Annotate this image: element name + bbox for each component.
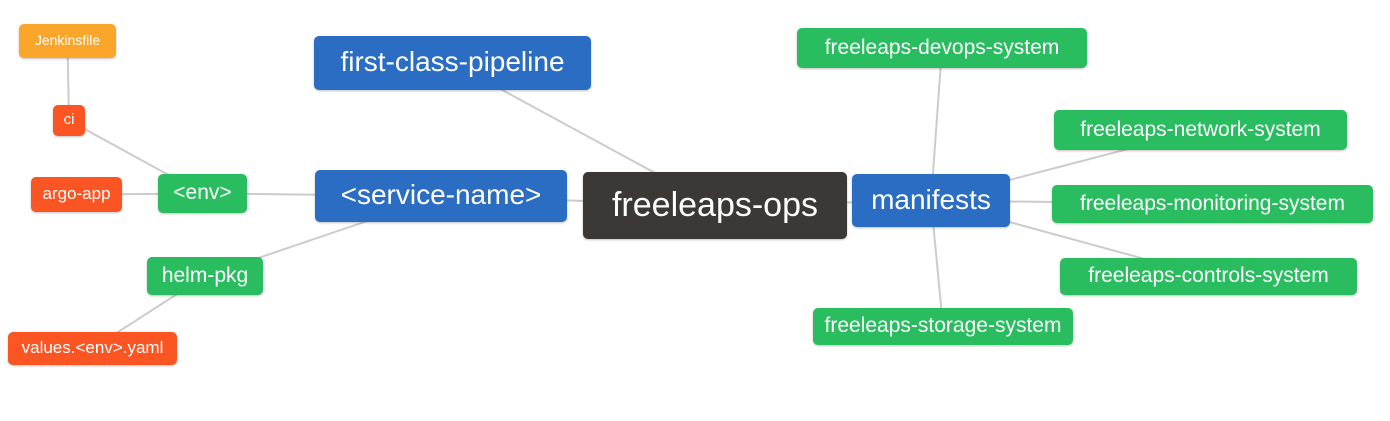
node-label: freeleaps-ops [611, 185, 818, 224]
node-label: freeleaps-devops-system [824, 35, 1060, 59]
node-helm-pkg[interactable]: helm-pkg [147, 257, 263, 295]
node-jenkinsfile[interactable]: Jenkinsfile [19, 24, 116, 58]
node-label: helm-pkg [161, 263, 249, 287]
node-label: first-class-pipeline [340, 46, 565, 77]
node-label: manifests [871, 183, 991, 215]
node-label: freeleaps-network-system [1080, 117, 1321, 141]
node-argo-app[interactable]: argo-app [31, 177, 122, 212]
node-freeleaps-devops-system[interactable]: freeleaps-devops-system [797, 28, 1087, 68]
node-label: <env> [173, 181, 232, 204]
node-ci[interactable]: ci [53, 105, 85, 136]
node-freeleaps-monitoring-system[interactable]: freeleaps-monitoring-system [1052, 185, 1373, 223]
node-label: Jenkinsfile [34, 32, 101, 48]
node-freeleaps-ops[interactable]: freeleaps-ops [583, 172, 847, 239]
node-env[interactable]: <env> [158, 174, 247, 213]
node-freeleaps-network-system[interactable]: freeleaps-network-system [1054, 110, 1347, 150]
node-label: values.<env>.yaml [21, 338, 164, 357]
node-label: freeleaps-controls-system [1088, 264, 1329, 287]
node-service-name[interactable]: <service-name> [315, 170, 567, 222]
node-label: freeleaps-storage-system [824, 314, 1062, 337]
node-label: ci [63, 111, 75, 128]
node-label: <service-name> [340, 179, 542, 210]
node-first-class-pipeline[interactable]: first-class-pipeline [314, 36, 591, 90]
node-label: argo-app [42, 184, 111, 203]
node-values-env-yaml[interactable]: values.<env>.yaml [8, 332, 177, 365]
node-freeleaps-storage-system[interactable]: freeleaps-storage-system [813, 308, 1073, 345]
node-label: freeleaps-monitoring-system [1080, 191, 1345, 215]
node-manifests[interactable]: manifests [852, 174, 1010, 227]
node-freeleaps-controls-system[interactable]: freeleaps-controls-system [1060, 258, 1357, 295]
